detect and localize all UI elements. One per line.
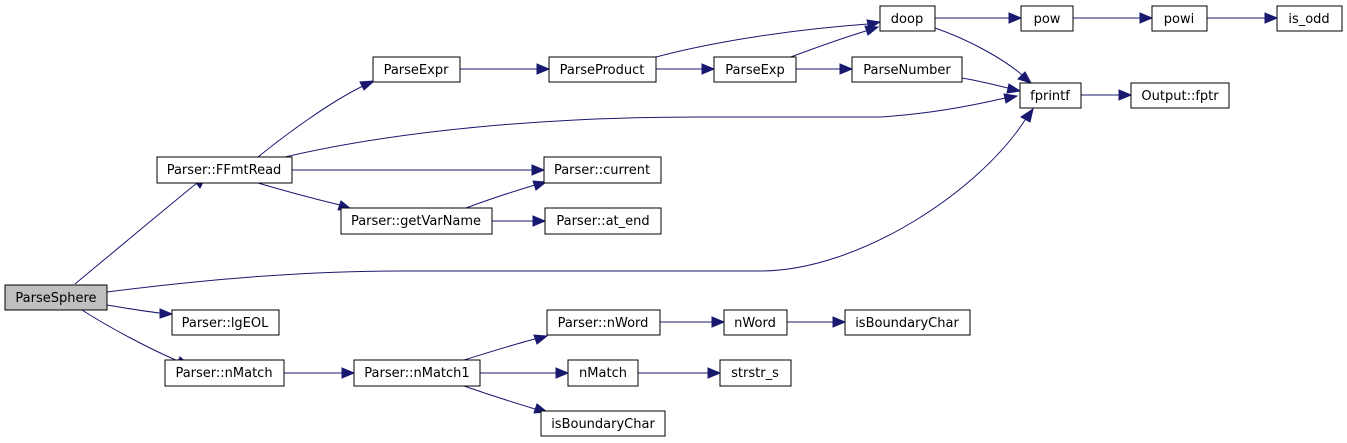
edge-nmatch1-nmatchfn xyxy=(480,367,570,379)
node-label: isBoundaryChar xyxy=(551,417,655,432)
node-powi[interactable]: powi xyxy=(1151,5,1208,32)
node-label: pow xyxy=(1034,12,1061,27)
edge-pnword-nword xyxy=(660,316,726,328)
edge-ffmtread-current xyxy=(292,164,546,176)
node-label: Parser::getVarName xyxy=(351,214,481,229)
node-label: is_odd xyxy=(1288,12,1329,27)
edge-nmatchfn-strstrs xyxy=(638,367,722,379)
node-label: nWord xyxy=(734,316,776,331)
edge-nmatch1-pnword xyxy=(463,334,549,361)
node-parse-exp[interactable]: ParseExp xyxy=(713,56,797,83)
edge-powi-isodd xyxy=(1207,12,1279,24)
node-label: Parser::lgEOL xyxy=(182,316,270,331)
node-label: strstr_s xyxy=(731,366,779,381)
edge-parseproduct-parseexp xyxy=(656,63,716,75)
edge-ffmtread-parseexpr xyxy=(257,80,376,158)
node-parser-nword[interactable]: Parser::nWord xyxy=(546,309,661,336)
node-nmatch-fn[interactable]: nMatch xyxy=(567,359,639,387)
node-n-match[interactable]: Parser::nMatch xyxy=(164,359,285,387)
node-parse-expr[interactable]: ParseExpr xyxy=(372,56,461,83)
edge-getvarname-current xyxy=(465,180,548,209)
node-nword[interactable]: nWord xyxy=(723,309,788,336)
node-label: Output::fptr xyxy=(1141,89,1219,104)
node-label: doop xyxy=(891,12,923,27)
node-strstr-s[interactable]: strstr_s xyxy=(719,359,792,387)
node-label: nMatch xyxy=(579,366,627,381)
node-parse-sphere[interactable]: ParseSphere xyxy=(4,284,108,311)
node-label: Parser::nMatch xyxy=(175,366,272,381)
node-label: Parser::at_end xyxy=(556,214,649,229)
edge-doop-fprintf xyxy=(934,27,1033,84)
edge-parsesphere-ffmtread xyxy=(74,175,207,285)
edge-ffmtread-fprintf xyxy=(284,93,1019,158)
edge-getvarname-atend xyxy=(492,215,547,227)
edge-parseexp-parsenumber xyxy=(796,63,854,75)
node-label: ParseExpr xyxy=(384,63,449,78)
edge-parsesphere-fprintf xyxy=(106,107,1034,293)
edge-nmatch-nmatch1 xyxy=(284,367,356,379)
edge-fprintf-outputfptr xyxy=(1081,89,1133,101)
node-parse-product[interactable]: ParseProduct xyxy=(548,56,657,83)
node-ffmt-read[interactable]: Parser::FFmtRead xyxy=(156,156,293,184)
node-label: ParseExp xyxy=(725,63,785,78)
edge-ffmtread-getvarname xyxy=(257,182,353,211)
edge-parsenumber-fprintf xyxy=(961,77,1022,94)
node-label: isBoundaryChar xyxy=(855,316,959,331)
node-doop[interactable]: doop xyxy=(879,5,936,32)
node-n-match1[interactable]: Parser::nMatch1 xyxy=(353,359,481,387)
node-label: Parser::nMatch1 xyxy=(364,366,469,381)
node-lg-eol[interactable]: Parser::lgEOL xyxy=(171,309,280,336)
node-label: ParseSphere xyxy=(15,291,96,306)
node-label: ParseNumber xyxy=(863,63,951,78)
node-label: Parser::nWord xyxy=(558,316,649,331)
edge-parseproduct-doop xyxy=(655,19,882,58)
edge-parseexpr-parseproduct xyxy=(460,63,551,75)
node-is-boundary-char-top[interactable]: isBoundaryChar xyxy=(844,309,971,336)
node-output-fptr[interactable]: Output::fptr xyxy=(1130,82,1230,109)
node-at-end[interactable]: Parser::at_end xyxy=(544,207,662,235)
edge-pow-powi xyxy=(1073,12,1154,24)
node-current[interactable]: Parser::current xyxy=(543,156,662,184)
edge-parseexp-doop xyxy=(787,25,880,59)
node-fprintf[interactable]: fprintf xyxy=(1019,82,1082,109)
node-label: powi xyxy=(1164,12,1194,27)
node-pow[interactable]: pow xyxy=(1020,5,1074,32)
node-is-odd[interactable]: is_odd xyxy=(1276,5,1343,32)
edge-nword-isboundarychar-top xyxy=(787,316,847,328)
node-label: Parser::current xyxy=(554,163,650,178)
node-parse-number[interactable]: ParseNumber xyxy=(851,56,963,83)
node-is-boundary-char-bottom[interactable]: isBoundaryChar xyxy=(540,410,666,437)
node-get-var-name[interactable]: Parser::getVarName xyxy=(340,207,493,235)
edge-nmatch1-isboundarychar-bottom xyxy=(463,385,549,414)
node-label: Parser::FFmtRead xyxy=(167,163,282,178)
node-label: fprintf xyxy=(1030,89,1070,104)
edge-parsesphere-lgeol xyxy=(106,304,174,319)
edge-doop-pow xyxy=(935,12,1023,24)
node-label: ParseProduct xyxy=(560,63,645,78)
